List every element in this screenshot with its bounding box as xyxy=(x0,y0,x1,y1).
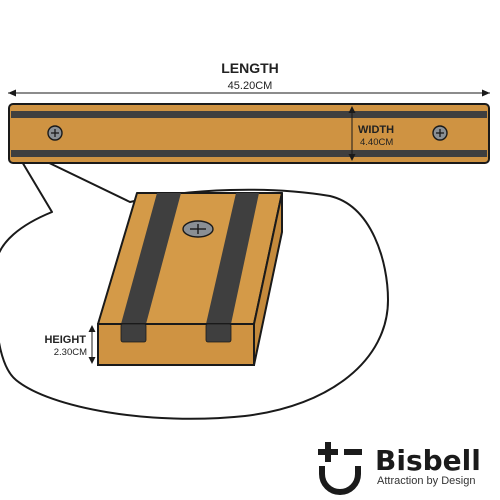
magnet-strip-top xyxy=(11,111,487,118)
width-arrow-bottom xyxy=(348,154,356,161)
width-arrow-top xyxy=(348,106,356,113)
magnet-strip-bottom xyxy=(11,150,487,157)
bisbell-logo-icon xyxy=(318,442,362,495)
screw-icon xyxy=(182,220,214,238)
height-arrow-bottom xyxy=(88,357,96,364)
zoom-magnet-strip-right-end xyxy=(205,323,232,343)
magnetic-bar-zoom-view xyxy=(97,192,283,366)
brand-name: Bisbell xyxy=(375,444,481,477)
width-label-background xyxy=(355,121,401,147)
zoom-magnet-strip-left-end xyxy=(120,323,147,343)
screw-icon xyxy=(432,125,448,141)
screw-icon xyxy=(47,125,63,141)
height-value: 2.30CM xyxy=(54,347,87,358)
height-arrow-top xyxy=(88,325,96,332)
zoom-magnet-strip-left xyxy=(121,193,181,324)
zoom-magnet-strip-right xyxy=(206,193,259,324)
height-label: HEIGHT xyxy=(44,334,86,346)
length-label: LENGTH xyxy=(221,60,279,76)
width-label: WIDTH xyxy=(358,124,394,136)
magnetic-bar-top-view xyxy=(8,103,490,164)
width-dimension: WIDTH 4.40CM xyxy=(348,106,401,161)
width-value: 4.40CM xyxy=(360,137,393,148)
length-arrow-left xyxy=(8,89,16,97)
height-dimension: HEIGHT 2.30CM xyxy=(44,325,96,364)
length-arrow-right xyxy=(482,89,490,97)
length-dimension: LENGTH 45.20CM xyxy=(8,60,490,97)
brand-logo: Bisbell Attraction by Design xyxy=(318,442,481,495)
bar-body xyxy=(8,103,490,164)
brand-tagline: Attraction by Design xyxy=(377,475,475,487)
length-value: 45.20CM xyxy=(228,80,273,92)
